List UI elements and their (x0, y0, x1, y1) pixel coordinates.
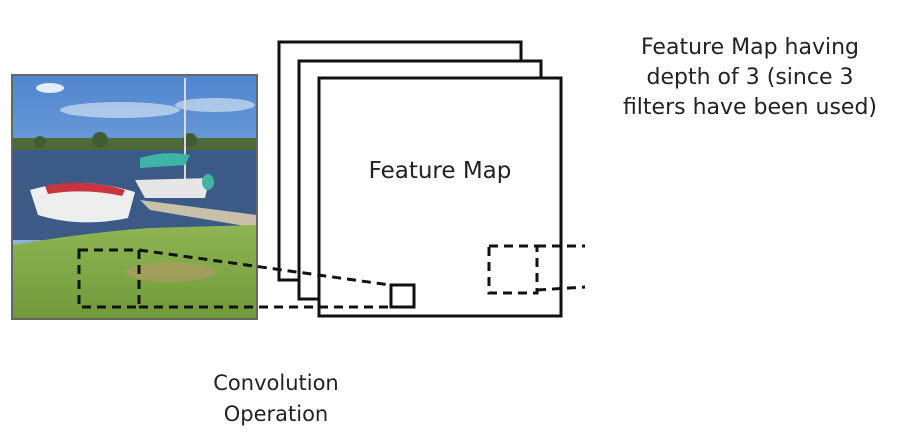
depth-annotation: Feature Map having depth of 3 (since 3 f… (600, 33, 900, 123)
dirt-patch (125, 262, 215, 282)
sailboat-canopy (140, 153, 190, 168)
tree (92, 132, 108, 148)
receptive-field (77, 248, 391, 309)
motorboat-stripe (45, 182, 125, 196)
sailboat-cover (202, 174, 214, 190)
feature-map-label: Feature Map (368, 158, 512, 184)
cloud (60, 102, 180, 118)
feature-map-layer-1 (317, 76, 563, 318)
cloud (175, 98, 255, 112)
next-filter-window (487, 244, 539, 295)
depth-annotation-line: Feature Map having (640, 35, 859, 60)
projection-line-top (138, 248, 391, 287)
treeline (12, 138, 257, 152)
operation-line: Convolution (213, 371, 339, 395)
output-pixel (389, 283, 416, 309)
sailboat-hull (135, 178, 210, 198)
next-layer-window (487, 244, 586, 295)
dock (140, 200, 257, 228)
image-border (11, 74, 258, 320)
cloud (36, 83, 64, 93)
depth-annotation-line: depth of 3 (since 3 (646, 65, 854, 90)
depth-annotation-line: filters have been used) (622, 95, 878, 120)
tree (183, 133, 197, 147)
filter-window-dashed (77, 248, 141, 309)
convolution-operation-label: Convolution Operation (176, 368, 376, 430)
operation-line: Operation (223, 402, 329, 426)
input-image (11, 74, 258, 320)
feature-map-stack (277, 40, 563, 318)
tree (34, 136, 46, 148)
extension-line-bottom (536, 285, 586, 292)
